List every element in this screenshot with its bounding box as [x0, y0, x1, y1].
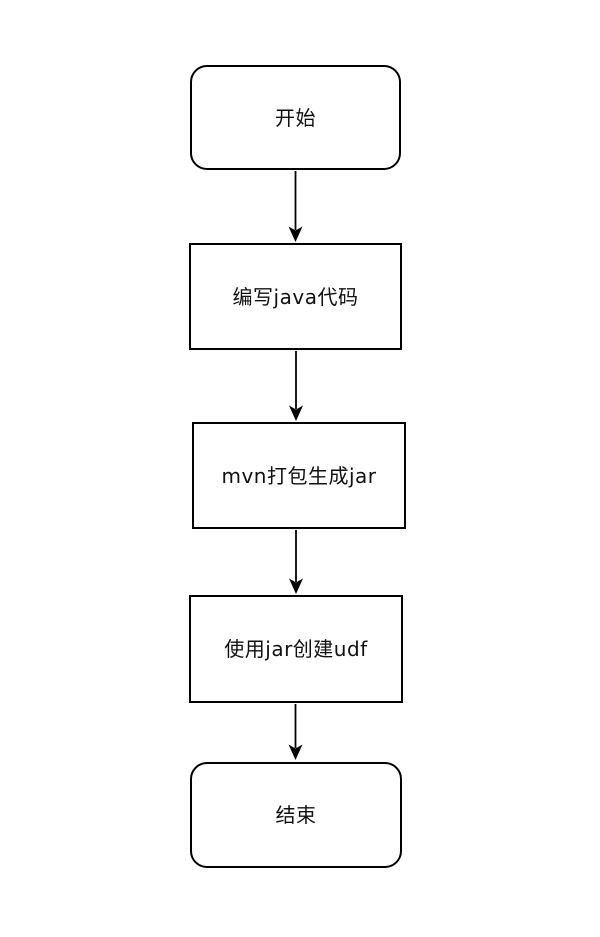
flow-node-start: 开始: [190, 65, 401, 170]
arrow-start-to-write-java-code: [288, 171, 303, 242]
arrowhead-icon: [289, 578, 303, 594]
arrow-mvn-package-jar-to-create-udf-with-jar: [289, 530, 303, 594]
arrowhead-icon: [288, 744, 303, 760]
arrow-write-java-code-to-mvn-package-jar: [289, 351, 303, 421]
flow-node-end-label: 结束: [275, 803, 317, 827]
flow-node-mvn-package-jar-label: mvn打包生成jar: [221, 463, 377, 488]
arrowhead-icon: [289, 405, 303, 421]
flow-node-end: 结束: [190, 762, 402, 868]
flow-node-write-java-code-label: 编写java代码: [232, 284, 359, 309]
arrowhead-icon: [288, 226, 303, 242]
flow-node-write-java-code: 编写java代码: [189, 243, 402, 350]
flow-node-mvn-package-jar: mvn打包生成jar: [192, 422, 406, 529]
flow-node-create-udf-with-jar: 使用jar创建udf: [189, 595, 403, 703]
flow-node-start-label: 开始: [275, 105, 316, 130]
arrow-create-udf-with-jar-to-end: [288, 704, 303, 760]
flow-node-create-udf-with-jar-label: 使用jar创建udf: [224, 637, 368, 661]
